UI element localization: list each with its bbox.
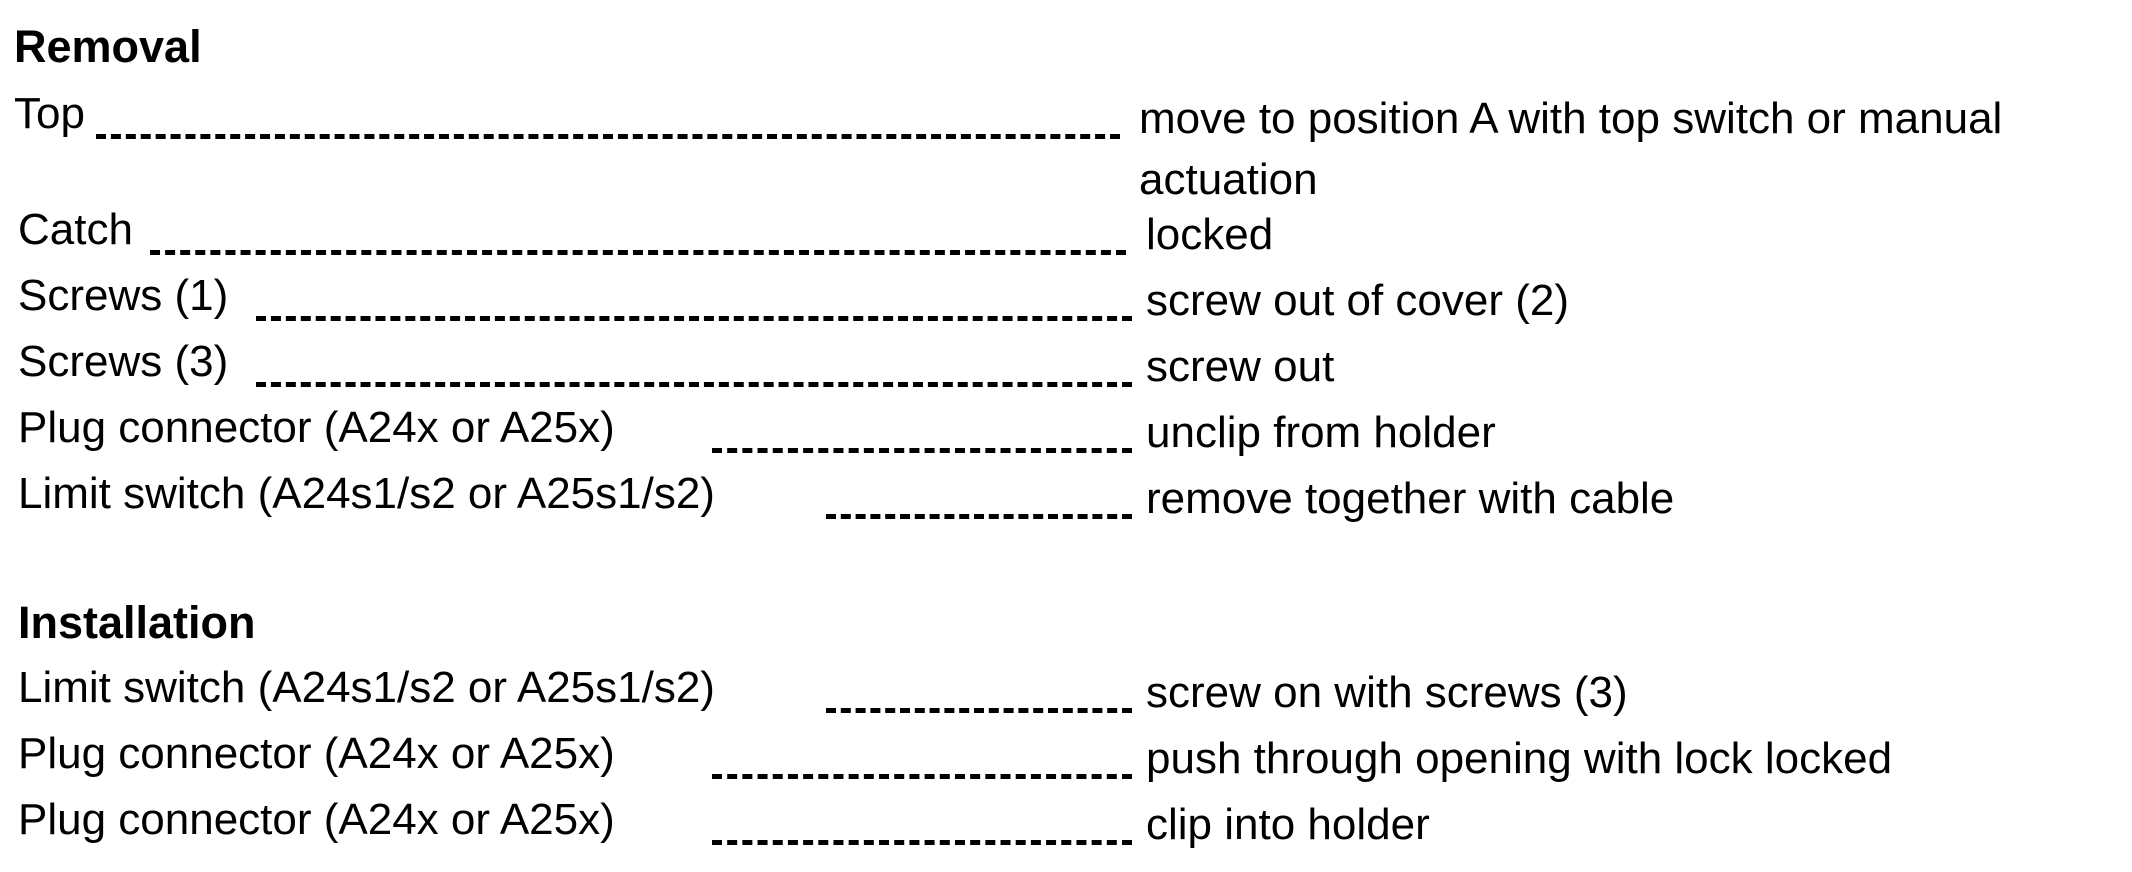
dotted-leader bbox=[712, 840, 1132, 845]
dotted-leader bbox=[96, 134, 1120, 139]
installation-step-limit-switch: Limit switch (A24s1/s2 or A25s1/s2) scre… bbox=[0, 666, 2132, 728]
removal-step-catch: Catch locked bbox=[0, 208, 2132, 270]
dotted-leader bbox=[150, 250, 1126, 255]
removal-step-screws-1: Screws (1) screw out of cover (2) bbox=[0, 274, 2132, 336]
step-action: screw on with screws (3) bbox=[1146, 668, 1628, 717]
dotted-leader bbox=[256, 382, 1132, 387]
step-item: Screws (1) bbox=[18, 271, 229, 320]
removal-step-limit-switch: Limit switch (A24s1/s2 or A25s1/s2) remo… bbox=[0, 472, 2132, 534]
dotted-leader bbox=[256, 316, 1132, 321]
step-action: push through opening with lock locked bbox=[1146, 734, 1893, 783]
step-item: Limit switch (A24s1/s2 or A25s1/s2) bbox=[18, 663, 715, 712]
step-item: Screws (3) bbox=[18, 337, 229, 386]
removal-heading: Removal bbox=[14, 21, 202, 72]
removal-step-plug-connector: Plug connector (A24x or A25x) unclip fro… bbox=[0, 406, 2132, 468]
removal-step-top: Top move to position A with top switch o… bbox=[0, 89, 2132, 204]
step-item: Catch bbox=[18, 205, 133, 254]
step-action: locked bbox=[1146, 210, 1274, 259]
step-action: unclip from holder bbox=[1146, 408, 1496, 457]
dotted-leader bbox=[826, 708, 1132, 713]
step-item: Plug connector (A24x or A25x) bbox=[18, 729, 615, 778]
step-action: move to position A with top switch or ma… bbox=[1139, 94, 2003, 204]
step-action: screw out bbox=[1146, 342, 1335, 391]
installation-heading: Installation bbox=[18, 597, 256, 648]
dotted-leader bbox=[712, 448, 1132, 453]
dotted-leader bbox=[712, 774, 1132, 779]
step-action: remove together with cable bbox=[1146, 474, 1675, 523]
step-action: clip into holder bbox=[1146, 800, 1430, 849]
installation-step-plug-connector-push: Plug connector (A24x or A25x) push throu… bbox=[0, 732, 2132, 794]
dotted-leader bbox=[826, 514, 1132, 519]
removal-step-screws-3: Screws (3) screw out bbox=[0, 340, 2132, 402]
step-item: Limit switch (A24s1/s2 or A25s1/s2) bbox=[18, 469, 715, 518]
step-action: screw out of cover (2) bbox=[1146, 276, 1570, 325]
installation-step-plug-connector-clip: Plug connector (A24x or A25x) clip into … bbox=[0, 798, 2132, 860]
step-item: Plug connector (A24x or A25x) bbox=[18, 403, 615, 452]
step-item: Top bbox=[14, 89, 85, 138]
step-item: Plug connector (A24x or A25x) bbox=[18, 795, 615, 844]
